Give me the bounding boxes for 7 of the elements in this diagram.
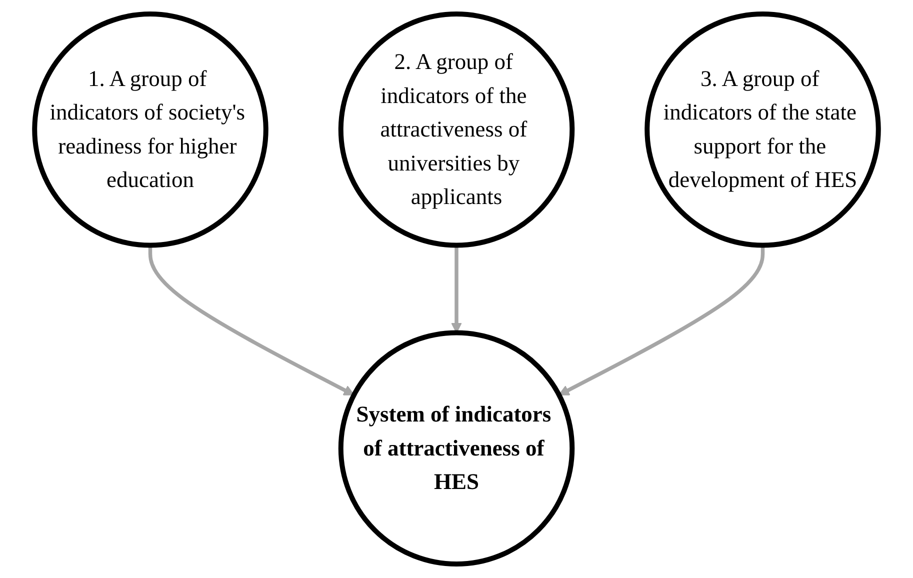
node-circle: 3. A group of indicators of the state support for the development of HES [644,12,881,248]
arrow [558,245,765,396]
node-circle: System of indicators of attractiveness of HES [338,330,575,566]
node-circle: 2. A group of indicators of the attractiveness of universities by applicants [338,12,575,248]
arrow [148,245,354,396]
arrow [451,245,462,334]
node-circle: 1. A group of indicators of society's readiness for higher education [32,12,268,248]
